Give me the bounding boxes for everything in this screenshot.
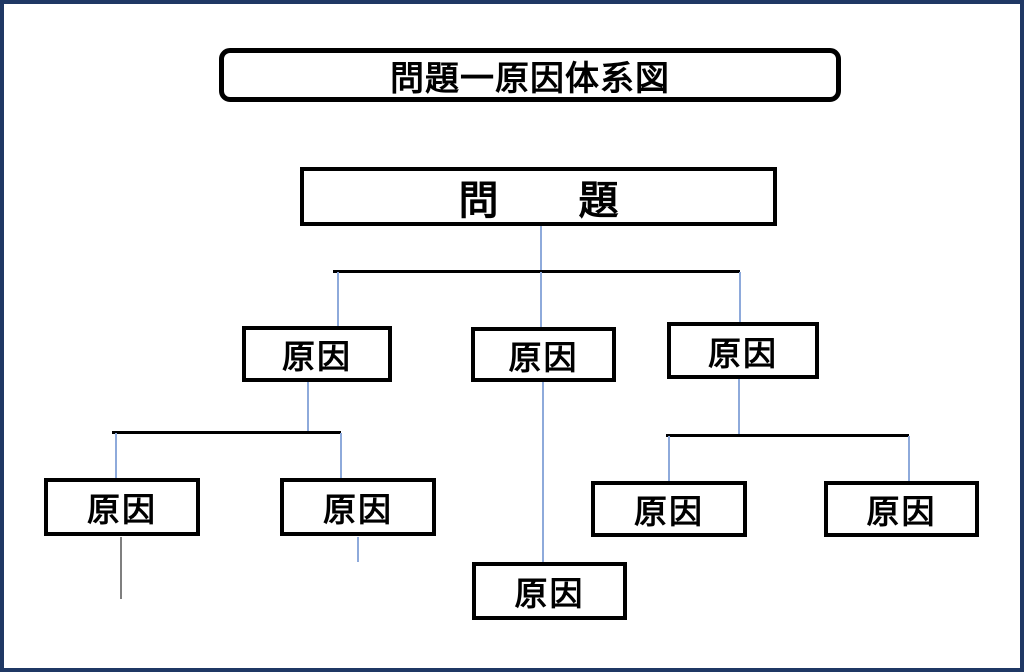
node-problem-label: 問 題: [458, 178, 619, 223]
diagram-title: 問題一原因体系図: [390, 59, 670, 98]
node-cause-l2-right: 原因: [667, 322, 819, 379]
node-cause-l2-right-label: 原因: [708, 334, 778, 372]
connector-root-drop-line: [540, 226, 542, 271]
node-cause-l3-4: 原因: [591, 481, 747, 537]
node-cause-l2-left: 原因: [242, 326, 392, 382]
node-cause-l3-5: 原因: [824, 481, 979, 537]
connector-l2-center-out-line: [542, 382, 544, 562]
node-cause-l3-center-label: 原因: [514, 575, 585, 612]
connector-l3-4-drop-line: [668, 436, 670, 481]
connector-l3-1-drop-line: [115, 433, 117, 478]
node-cause-l2-center-label: 原因: [508, 338, 579, 376]
branch-line-right-subtree: [666, 434, 909, 437]
node-cause-l3-2-label: 原因: [323, 491, 393, 528]
node-cause-l3-2: 原因: [280, 478, 436, 536]
node-cause-l3-1: 原因: [44, 478, 200, 536]
node-cause-l3-4-label: 原因: [634, 493, 704, 530]
connector-l2-left-drop-line: [337, 272, 339, 326]
connector-l2-right-drop-line: [739, 272, 741, 322]
connector-l2-left-out-line: [307, 382, 309, 432]
stub-under-l3-1-line: [120, 537, 122, 599]
connector-l2-right-out-line: [738, 379, 740, 435]
connector-l2-center-drop-line: [540, 272, 542, 327]
node-cause-l3-1-label: 原因: [87, 491, 157, 528]
connector-l3-2-drop-line: [340, 433, 342, 478]
branch-line-level2: [333, 270, 740, 273]
stub-under-l3-2-line: [357, 537, 359, 562]
node-cause-l2-left-label: 原因: [282, 338, 352, 375]
node-problem: 問 題: [300, 167, 777, 226]
connector-l3-5-drop-line: [908, 436, 910, 481]
branch-line-left-subtree: [112, 431, 341, 434]
node-cause-l2-center: 原因: [471, 327, 616, 382]
node-cause-l3-center: 原因: [472, 562, 627, 620]
title-box: 問題一原因体系図: [219, 48, 841, 102]
node-cause-l3-5-label: 原因: [866, 493, 937, 530]
